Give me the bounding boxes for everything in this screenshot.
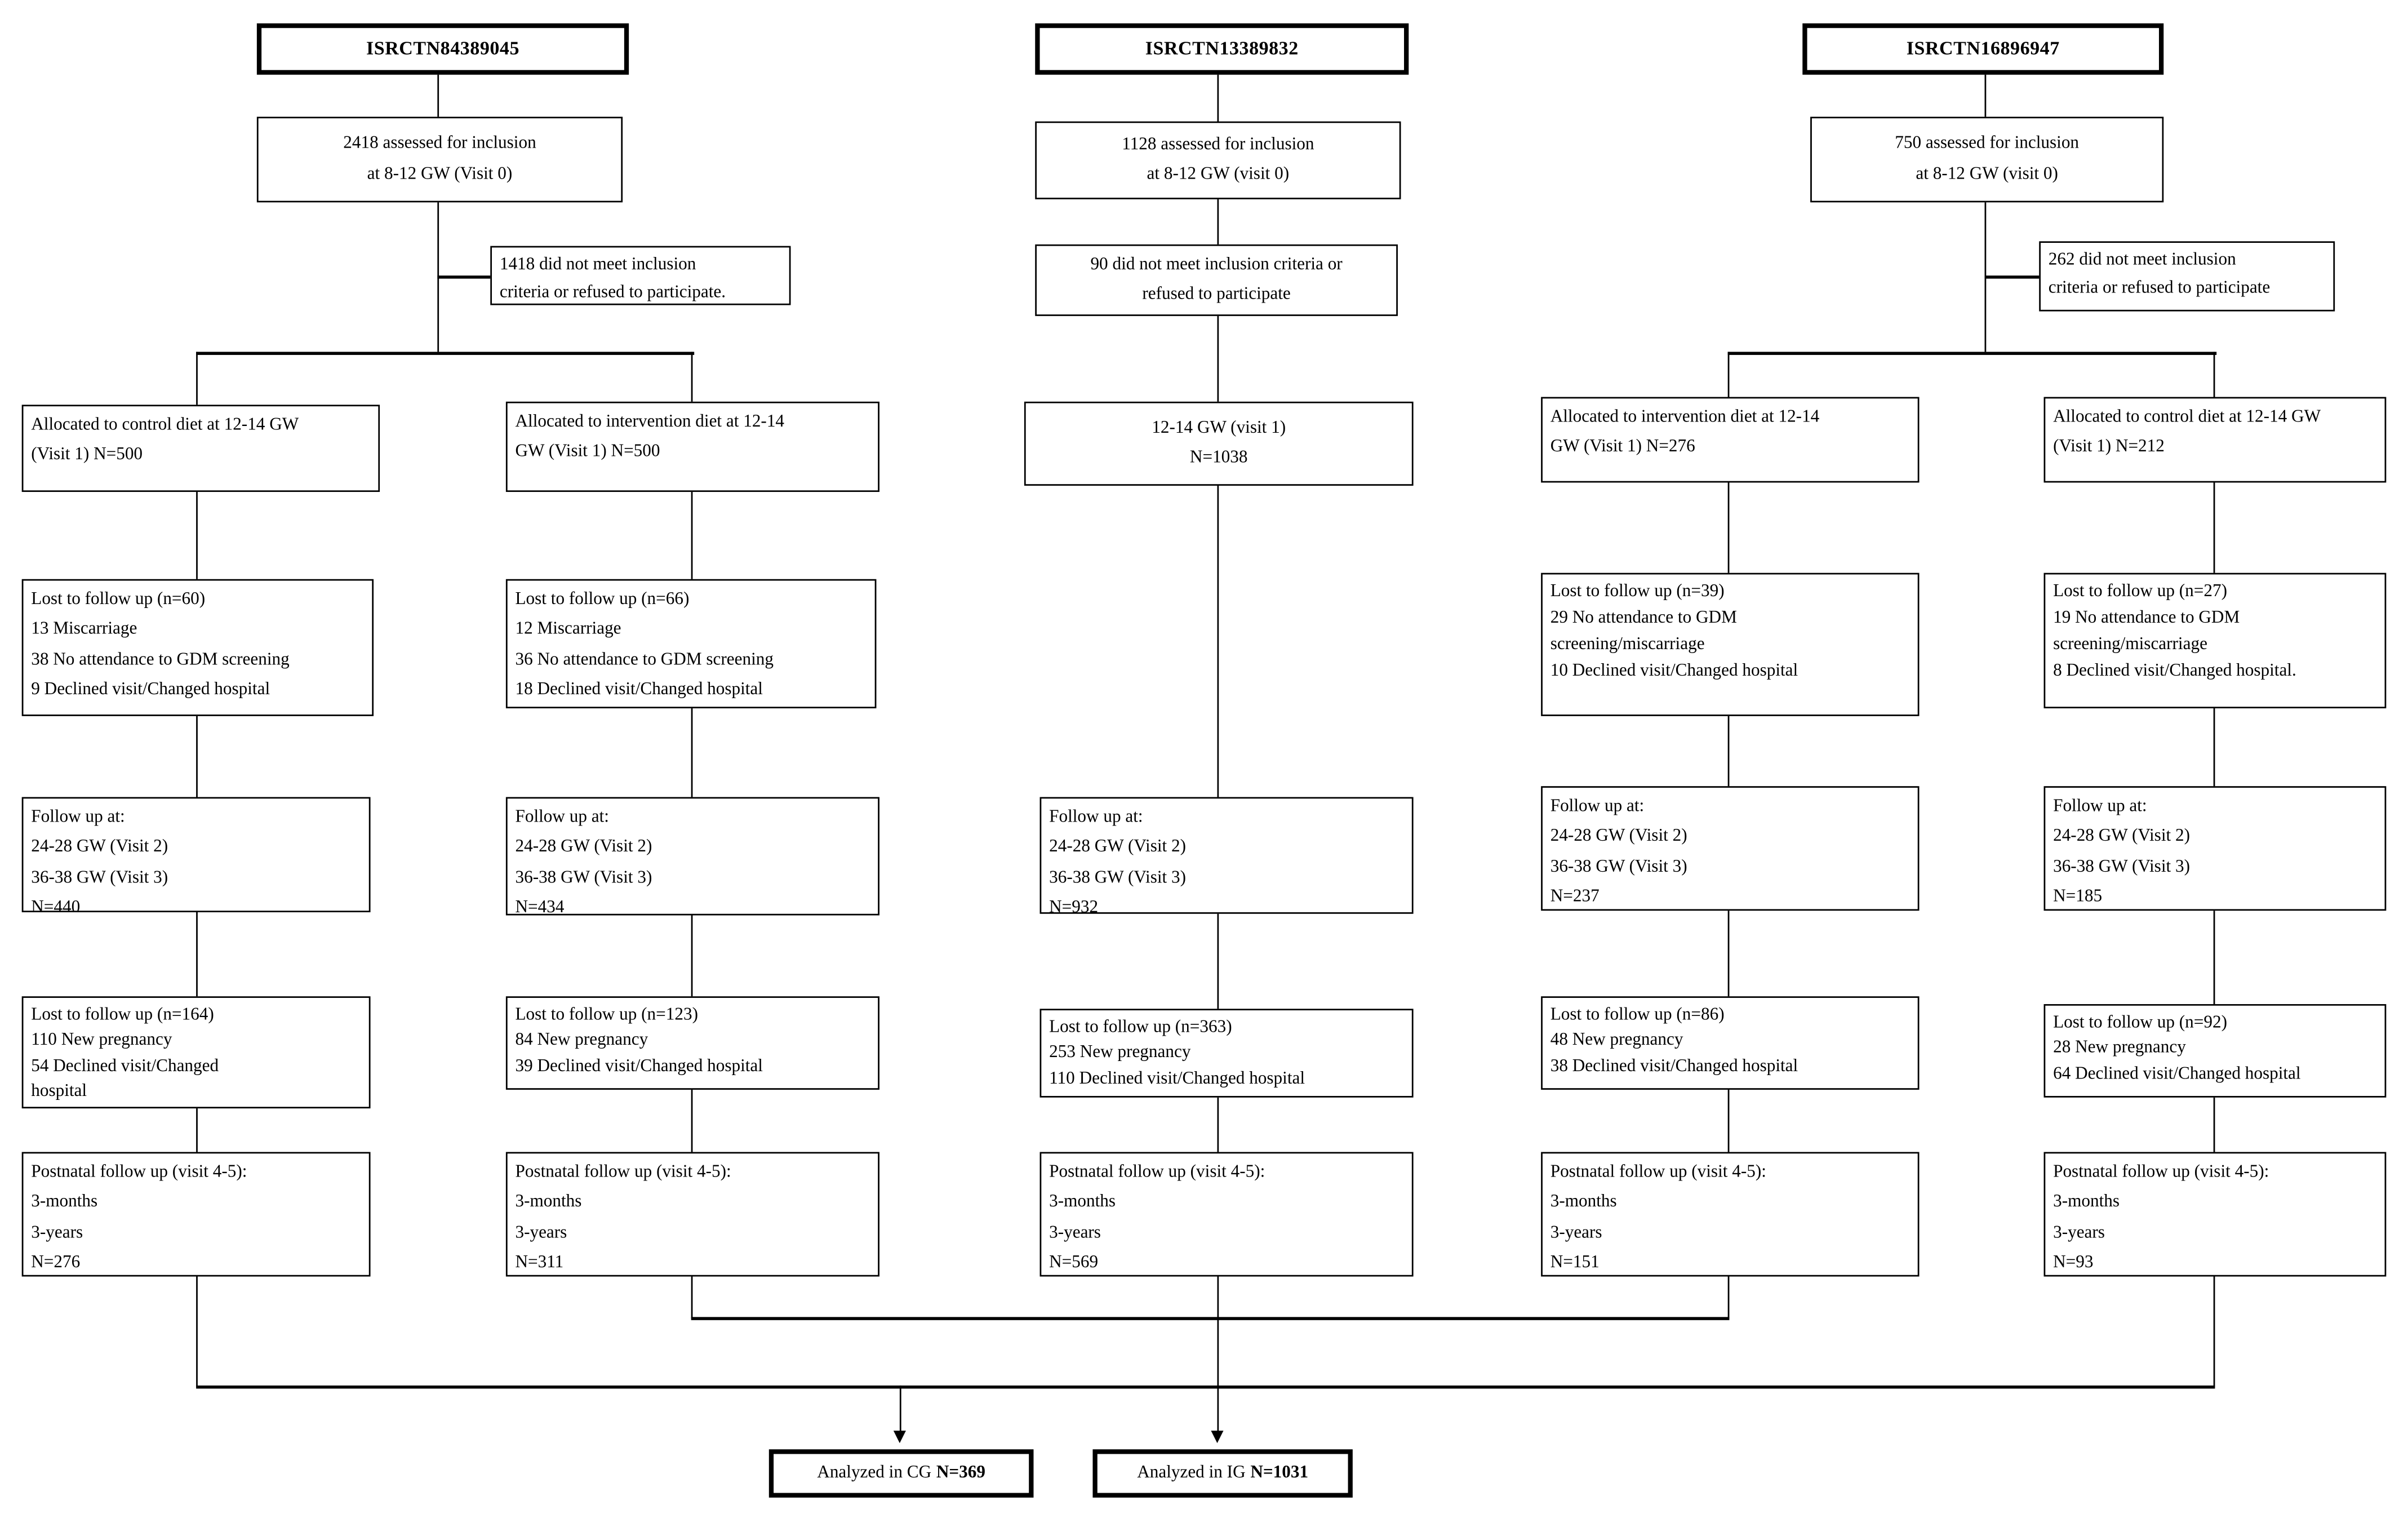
trial1-assessed-box: 2418 assessed for inclusion at 8-12 GW (… (256, 117, 623, 203)
connector (691, 708, 694, 797)
trial3-intervention-lost2-box: Lost to follow up (n=86) 48 New pregnanc… (1541, 996, 1920, 1090)
connector (196, 1276, 198, 1387)
intervention-merge-line (691, 1317, 1730, 1321)
connector (1217, 199, 1220, 245)
trial3-intervention-followup-box: Follow up at: 24-28 GW (Visit 2) 36-38 G… (1541, 786, 1920, 911)
trial3-intervention-lost-followup-box: Lost to follow up (n=39) 29 No attendanc… (1541, 572, 1920, 716)
connector (1217, 485, 1220, 797)
trial3-control-lost2-box: Lost to follow up (n=92) 28 New pregnanc… (2043, 1004, 2387, 1098)
connector (691, 1276, 694, 1319)
connector (1217, 1276, 1220, 1432)
trial3-intervention-postnatal-box: Postnatal follow up (visit 4-5): 3-month… (1541, 1152, 1920, 1277)
analyzed-cg-value: N=369 (936, 1463, 986, 1482)
connector (1727, 1276, 1730, 1319)
branch-line (1727, 352, 2217, 356)
connector (196, 716, 198, 797)
connector (1217, 316, 1220, 402)
connector (437, 74, 440, 117)
trial1-intervention-lost2-box: Lost to follow up (n=123) 84 New pregnan… (505, 996, 879, 1090)
connector (1217, 913, 1220, 1009)
trial2-assessed-box: 1128 assessed for inclusion at 8-12 GW (… (1035, 121, 1401, 199)
connector (196, 492, 198, 579)
connector (1984, 276, 2040, 278)
connector (691, 492, 694, 579)
trial1-intervention-allocated-box: Allocated to intervention diet at 12-14 … (505, 401, 879, 492)
trial1-intervention-followup-box: Follow up at: 24-28 GW (Visit 2) 36-38 G… (505, 797, 879, 916)
trial1-intervention-postnatal-box: Postnatal follow up (visit 4-5): 3-month… (505, 1152, 879, 1277)
connector (2213, 482, 2216, 573)
trial3-control-lost-followup-box: Lost to follow up (n=27) 19 No attendanc… (2043, 572, 2387, 709)
trial1-intervention-lost-followup-box: Lost to follow up (n=66) 12 Miscarriage … (505, 579, 877, 709)
connector (691, 915, 694, 997)
branch-line (196, 352, 695, 356)
trial1-control-lost-followup-box: Lost to follow up (n=60) 13 Miscarriage … (21, 579, 374, 716)
trial1-control-postnatal-box: Postnatal follow up (visit 4-5): 3-month… (21, 1152, 371, 1277)
connector (2213, 1097, 2216, 1152)
connector (1727, 352, 1730, 397)
connector (1217, 1097, 1220, 1152)
connector (196, 912, 198, 997)
connector (1727, 716, 1730, 787)
analyzed-ig-value: N=1031 (1250, 1463, 1309, 1482)
trial1-control-lost2-box: Lost to follow up (n=164) 110 New pregna… (21, 996, 371, 1109)
trial2-registry-id: ISRCTN13389832 (1035, 23, 1409, 75)
connector (1727, 482, 1730, 573)
connector (899, 1385, 902, 1432)
trial2-visit1-box: 12-14 GW (visit 1) N=1038 (1024, 401, 1414, 486)
analyzed-cg-label: Analyzed in CG (817, 1463, 932, 1482)
connector (196, 352, 198, 405)
connector (437, 276, 491, 278)
connector (691, 1089, 694, 1152)
trial2-postnatal-box: Postnatal follow up (visit 4-5): 3-month… (1039, 1152, 1414, 1277)
connector (1727, 1089, 1730, 1152)
connector (2213, 911, 2216, 1004)
trial3-intervention-allocated-box: Allocated to intervention diet at 12-14 … (1541, 397, 1920, 483)
connector (1217, 74, 1220, 122)
trial2-lost2-box: Lost to follow up (n=363) 253 New pregna… (1039, 1009, 1414, 1098)
connector (2213, 352, 2216, 397)
connector (1984, 74, 1987, 117)
trial3-control-allocated-box: Allocated to control diet at 12-14 GW (V… (2043, 397, 2387, 483)
connector (691, 352, 694, 402)
trial1-registry-id: ISRCTN84389045 (256, 23, 629, 75)
connector (196, 1108, 198, 1152)
arrowhead-down-icon (893, 1430, 906, 1444)
trial1-control-allocated-box: Allocated to control diet at 12-14 GW (V… (21, 405, 380, 492)
analyzed-ig-label: Analyzed in IG (1137, 1463, 1246, 1482)
trial3-registry-id: ISRCTN16896947 (1802, 23, 2164, 75)
connector (1727, 911, 1730, 997)
trial3-control-followup-box: Follow up at: 24-28 GW (Visit 2) 36-38 G… (2043, 786, 2387, 911)
control-merge-line (196, 1385, 2215, 1389)
connector (2213, 708, 2216, 787)
trial1-excluded-box: 1418 did not meet inclusion criteria or … (490, 246, 791, 305)
trial1-control-followup-box: Follow up at: 24-28 GW (Visit 2) 36-38 G… (21, 797, 371, 912)
trial2-excluded-box: 90 did not meet inclusion criteria or re… (1035, 244, 1398, 316)
trial3-control-postnatal-box: Postnatal follow up (visit 4-5): 3-month… (2043, 1152, 2387, 1277)
trial3-excluded-box: 262 did not meet inclusion criteria or r… (2039, 241, 2335, 312)
connector (2213, 1276, 2216, 1387)
arrowhead-down-icon (1211, 1430, 1224, 1444)
trial2-followup-box: Follow up at: 24-28 GW (Visit 2) 36-38 G… (1039, 797, 1414, 914)
trial3-assessed-box: 750 assessed for inclusion at 8-12 GW (v… (1810, 117, 2164, 203)
